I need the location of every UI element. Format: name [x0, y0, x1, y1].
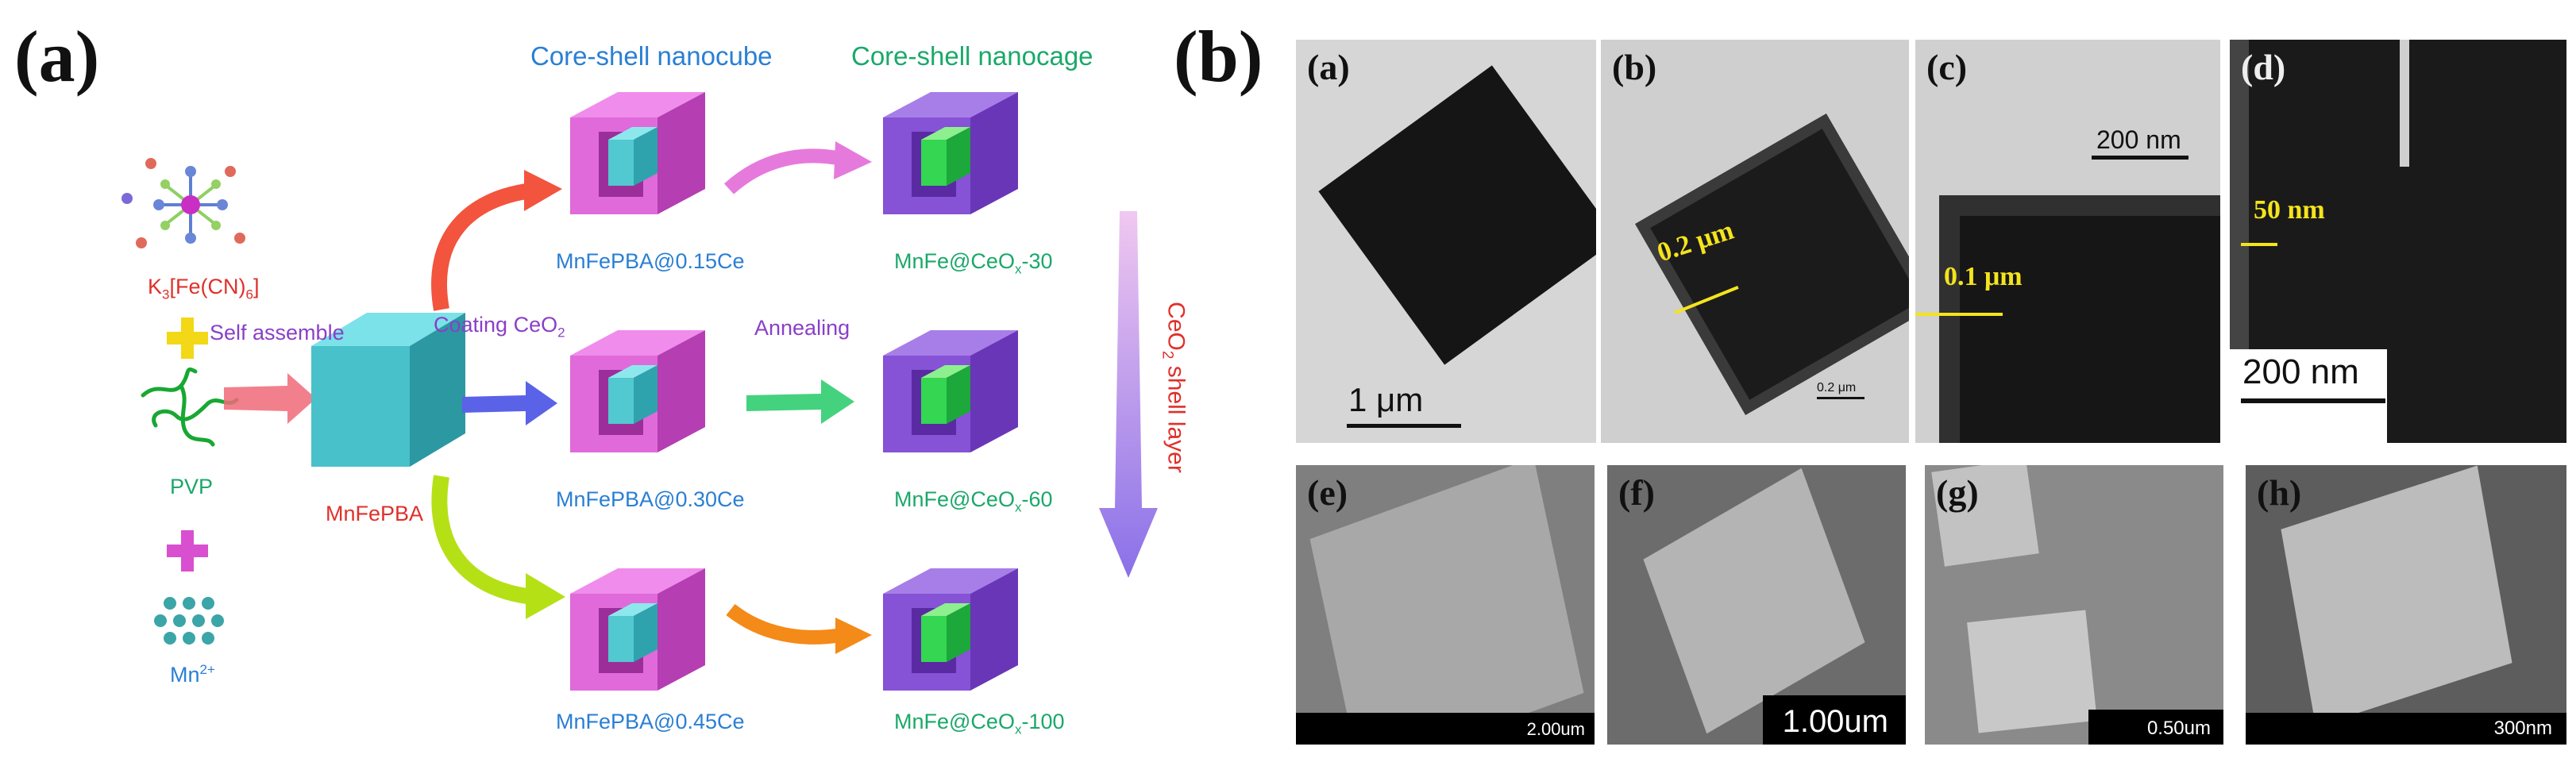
nanocube-045ce-icon: [570, 568, 705, 691]
nanocube-015ce-icon: [570, 92, 705, 214]
arrow-coating-top: [431, 183, 534, 311]
nanocube-030ce-icon: [570, 330, 705, 452]
panel-b-letter: (b): [1174, 16, 1263, 97]
sem-g-particle-bottom: [1967, 610, 2097, 733]
tem-d-gap: [2400, 40, 2409, 167]
sem-f-letter: (f): [1618, 472, 1655, 513]
precursor-k3fe-label: K3[Fe(CN)6]: [148, 275, 260, 302]
tem-d-letter: (d): [2241, 47, 2286, 87]
nanocube-label-030: MnFePBA@0.30Ce: [556, 487, 745, 511]
tem-b-letter: (b): [1612, 47, 1657, 87]
sem-e-scale-label: 2.00um: [1526, 719, 1585, 739]
arrow-self-assemble: [224, 373, 316, 424]
sem-image-e: (e) 2.00um: [1296, 465, 1595, 745]
sem-f-scale-label: 1.00um: [1782, 704, 1888, 739]
shell-layer-axis-label: CeO2 shell layer: [1159, 302, 1190, 473]
tem-c-scale-label: 200 nm: [2096, 125, 2181, 154]
arrow-annealing-middle: [746, 379, 854, 424]
nanocage-30-icon: [883, 92, 1018, 214]
panel-a-letter: (a): [14, 16, 100, 97]
tem-image-b: (b) 0.2 μm 0.2 μm: [1601, 40, 1909, 443]
tem-c-dimension-arrow: [1915, 313, 2003, 316]
sem-e-info-bar: [1296, 713, 1595, 745]
sem-g-letter: (g): [1936, 472, 1979, 513]
tem-b-scale-label: 0.2 μm: [1817, 381, 1857, 394]
nanocube-label-045: MnFePBA@0.45Ce: [556, 710, 745, 733]
sem-h-scale-label: 300nm: [2493, 718, 2552, 739]
sem-g-scale-box: [2088, 710, 2223, 745]
tem-b-scalebar: [1817, 397, 1865, 399]
tem-b-particle: [1635, 114, 1909, 415]
nanocage-label-30: MnFe@CeOx-30: [894, 249, 1053, 277]
tem-d-scale-box: [2230, 349, 2387, 443]
sem-image-f: (f) 1.00um: [1607, 465, 1906, 745]
tem-d-dimension-arrow: [2241, 243, 2277, 246]
arrow-annealing-top: [723, 148, 843, 194]
pvp-polymer-icon: [141, 367, 239, 447]
tem-c-letter: (c): [1926, 47, 1968, 87]
tem-c-scalebar: [2092, 156, 2188, 160]
sem-image-h: (h) 300nm: [2246, 465, 2566, 745]
synthesis-diagram: [121, 92, 1158, 691]
pvp-label: PVP: [170, 475, 214, 498]
annealing-label: Annealing: [754, 316, 850, 340]
tem-image-d: (d) 50 nm 200 nm: [2230, 40, 2566, 443]
tem-image-a: (a) 1 μm: [1296, 40, 1596, 443]
arrow-coating-bottom: [431, 475, 535, 605]
tem-a-particle: [1318, 65, 1596, 365]
tem-d-dimension: 50 nm: [2254, 195, 2325, 225]
sem-h-info-bar: [2246, 713, 2566, 745]
mnfepba-cube-icon: [311, 313, 465, 467]
self-assemble-label: Self assemble: [210, 321, 345, 344]
k3fe-cn6-molecule-icon: [121, 158, 245, 248]
tem-c-particle: [1939, 195, 2220, 443]
sem-g-scale-label: 0.50um: [2146, 718, 2211, 739]
plus-icon-magenta: [167, 530, 208, 572]
nanocage-label-100: MnFe@CeOx-100: [894, 710, 1065, 737]
sem-f-particle: [1643, 468, 1865, 734]
nanocage-label-60: MnFe@CeOx-60: [894, 487, 1053, 515]
tem-a-scale-label: 1 μm: [1348, 381, 1424, 418]
mnfepba-label: MnFePBA: [326, 502, 424, 525]
nanocube-label-015: MnFePBA@0.15Ce: [556, 249, 745, 273]
sem-e-particle: [1309, 465, 1584, 745]
sem-f-scale-box: [1763, 695, 1906, 745]
arrow-coating-middle: [462, 381, 557, 425]
header-core-shell-nanocage: Core-shell nanocage: [851, 41, 1093, 71]
nanocage-60-icon: [883, 330, 1018, 452]
sem-h-letter: (h): [2257, 472, 2302, 513]
tem-a-letter: (a): [1307, 47, 1350, 87]
tem-c-dimension: 0.1 μm: [1944, 262, 2023, 291]
tem-d-scalebar: [2241, 398, 2385, 403]
tem-image-c: (c) 200 nm 0.1 μm: [1915, 40, 2220, 443]
sem-image-g: (g) 0.50um: [1925, 465, 2223, 745]
header-core-shell-nanocube: Core-shell nanocube: [530, 41, 773, 71]
tem-d-scale-label: 200 nm: [2242, 352, 2359, 391]
sem-e-letter: (e): [1307, 472, 1348, 513]
tem-a-scalebar: [1347, 424, 1461, 428]
shell-layer-arrow: [1099, 211, 1158, 578]
sem-h-particle: [2281, 465, 2512, 727]
coating-ceo2-label: Coating CeO2: [434, 313, 565, 341]
mn-ion-label: Mn2+: [170, 662, 215, 687]
nanocage-100-icon: [883, 568, 1018, 691]
plus-icon-yellow: [167, 318, 208, 359]
arrow-annealing-bottom: [726, 603, 843, 645]
mn-ion-cluster-icon: [154, 597, 224, 645]
